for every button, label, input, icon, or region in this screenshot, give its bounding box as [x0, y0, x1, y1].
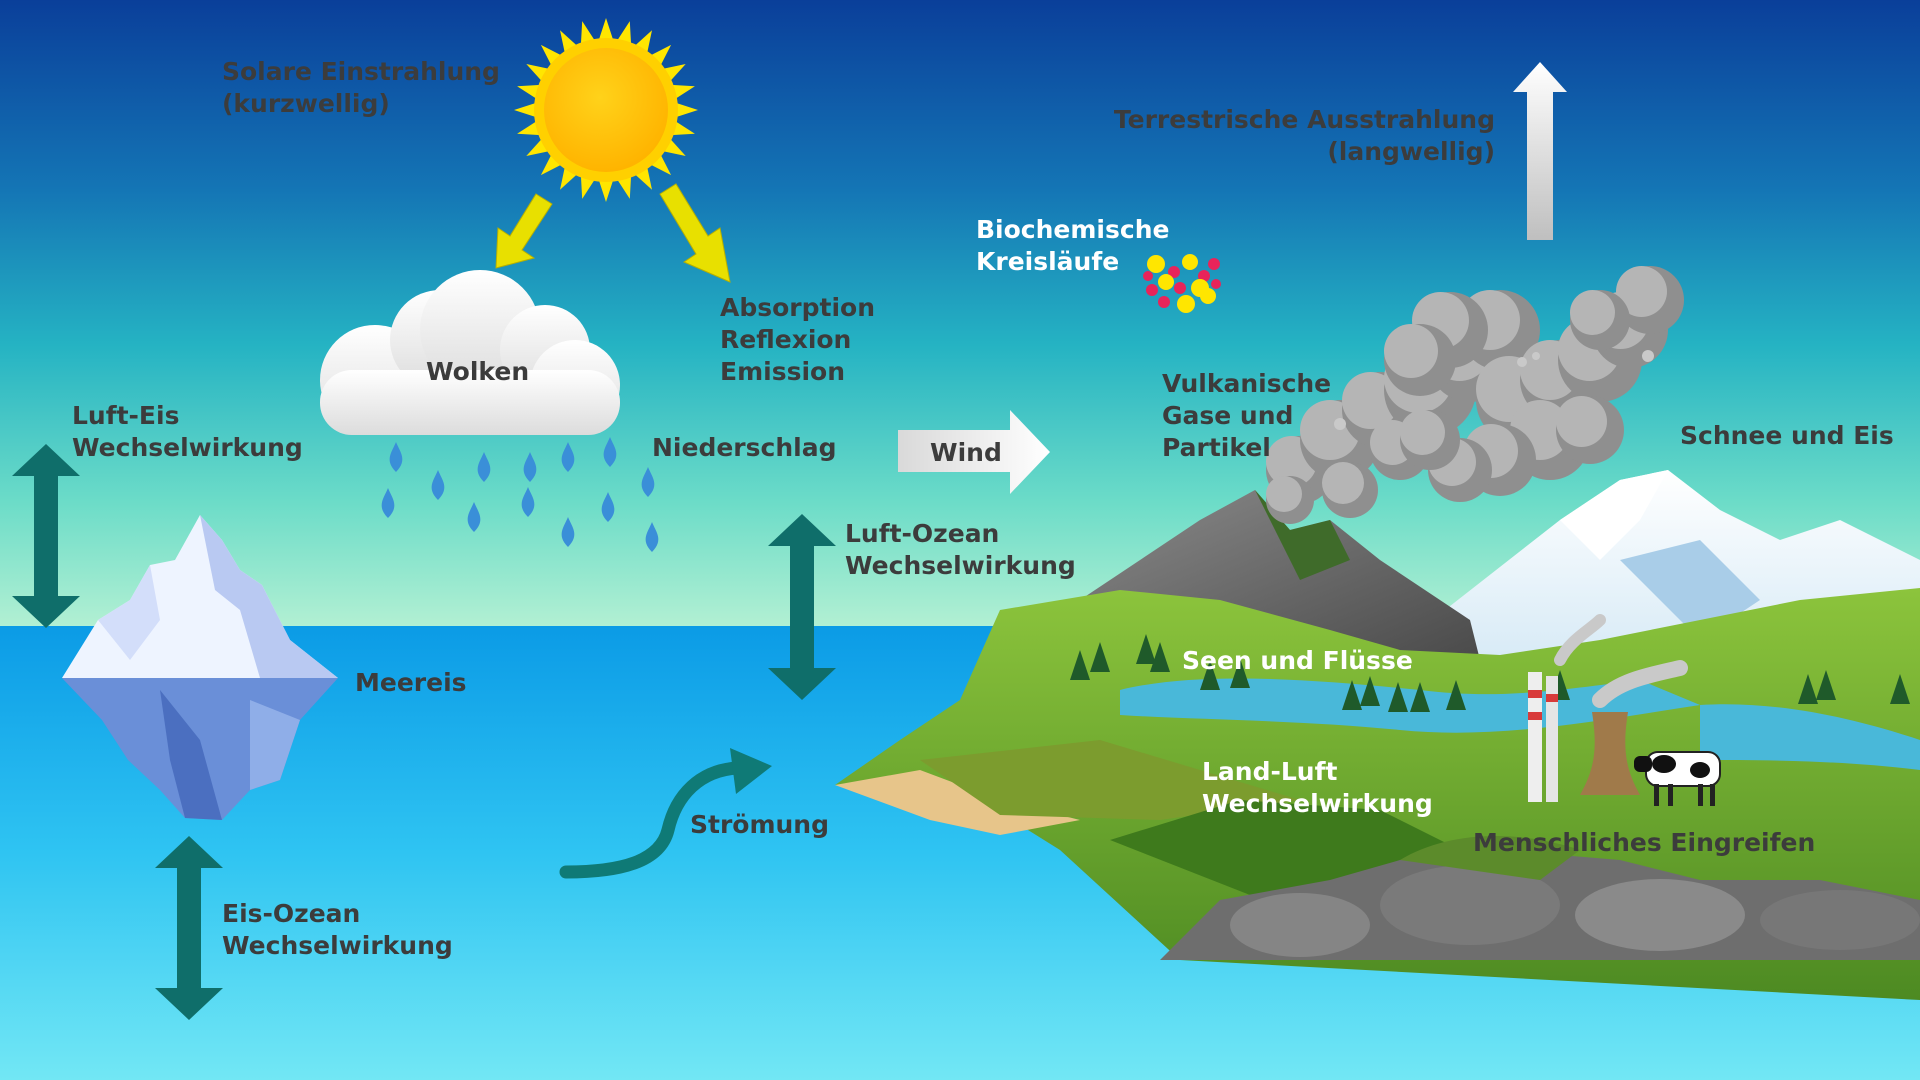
ice-ocean-interaction-label: Eis-Ozean Wechselwirkung — [222, 898, 453, 962]
iceberg-icon — [62, 515, 338, 820]
raindrop-icon — [477, 452, 491, 482]
raindrop-icon — [601, 492, 615, 522]
volcanic-gases-label: Vulkanische Gase und Partikel — [1162, 368, 1331, 464]
solar-radiation-line-2: (kurzwellig) — [222, 89, 390, 118]
air-ice-line-2: Wechselwirkung — [72, 433, 303, 462]
raindrop-icon — [641, 467, 655, 497]
human-intervention-label: Menschliches Eingreifen — [1473, 828, 1816, 857]
lakes-rivers-label: Seen und Flüsse — [1182, 646, 1413, 675]
cloud-icon — [320, 270, 620, 435]
air-ocean-line-2: Wechselwirkung — [845, 551, 1076, 580]
solar-ray-arrow-right — [659, 183, 731, 283]
trees — [1070, 634, 1910, 712]
biochemical-cycles-label: Biochemische Kreisläufe — [976, 214, 1169, 278]
raindrop-icon — [603, 437, 617, 467]
terrestrial-radiation-line-1: Terrestrische Ausstrahlung — [1113, 105, 1495, 134]
solar-radiation-label: Solare Einstrahlung (kurzwellig) — [222, 56, 500, 120]
biochemical-cycles-line-1: Biochemische — [976, 215, 1170, 244]
ice-ocean-interaction-arrow — [155, 836, 223, 1020]
air-ocean-interaction-arrow — [768, 514, 836, 700]
rain-drops — [381, 437, 659, 552]
ice-ocean-line-1: Eis-Ozean — [222, 899, 361, 928]
sun-icon — [514, 18, 698, 202]
outgoing-radiation-arrow-icon — [1513, 62, 1567, 240]
air-ocean-interaction-label: Luft-Ozean Wechselwirkung — [845, 518, 1076, 582]
precipitation-label: Niederschlag — [652, 433, 837, 462]
raindrop-icon — [523, 452, 537, 482]
volcanic-line-2: Gase und — [1162, 401, 1294, 430]
emission-line: Emission — [720, 357, 845, 386]
wind-label: Wind — [930, 438, 1002, 467]
volcanic-line-1: Vulkanische — [1162, 369, 1332, 398]
raindrop-icon — [521, 487, 535, 517]
land-air-interaction-label: Land-Luft Wechselwirkung — [1202, 756, 1433, 820]
solar-radiation-line-1: Solare Einstrahlung — [222, 57, 500, 86]
absorption-reflection-emission-label: Absorption Reflexion Emission — [720, 292, 875, 388]
rocks — [1160, 836, 1920, 960]
smoke-icon — [1266, 266, 1684, 524]
molecule-icon — [1143, 254, 1221, 313]
raindrop-icon — [381, 488, 395, 518]
reflection-line: Reflexion — [720, 325, 852, 354]
wind-arrow-icon — [898, 410, 1050, 494]
raindrop-icon — [467, 502, 481, 532]
clouds-label: Wolken — [426, 357, 530, 386]
factory-icon — [1528, 614, 1688, 802]
cow-icon — [1634, 751, 1721, 806]
air-ocean-line-1: Luft-Ozean — [845, 519, 1000, 548]
snow-ice-label: Schnee und Eis — [1680, 421, 1894, 450]
absorption-line: Absorption — [720, 293, 876, 322]
ice-ocean-line-2: Wechselwirkung — [222, 931, 453, 960]
land-air-line-1: Land-Luft — [1202, 757, 1338, 786]
terrestrial-radiation-label: Terrestrische Ausstrahlung (langwellig) — [1080, 104, 1495, 168]
raindrop-icon — [561, 517, 575, 547]
volcanic-line-3: Partikel — [1162, 433, 1271, 462]
sea-ice-label: Meereis — [355, 668, 467, 697]
raindrop-icon — [431, 470, 445, 500]
air-ice-interaction-arrow — [12, 444, 80, 628]
land-air-line-2: Wechselwirkung — [1202, 789, 1433, 818]
raindrop-icon — [561, 442, 575, 472]
raindrop-icon — [645, 522, 659, 552]
biochemical-cycles-line-2: Kreisläufe — [976, 247, 1120, 276]
air-ice-line-1: Luft-Eis — [72, 401, 180, 430]
ocean-current-label: Strömung — [690, 810, 830, 839]
current-arrow-icon — [559, 748, 772, 879]
air-ice-interaction-label: Luft-Eis Wechselwirkung — [72, 400, 303, 464]
raindrop-icon — [389, 442, 403, 472]
solar-ray-arrow-left — [495, 193, 553, 269]
terrestrial-radiation-line-2: (langwellig) — [1327, 137, 1495, 166]
